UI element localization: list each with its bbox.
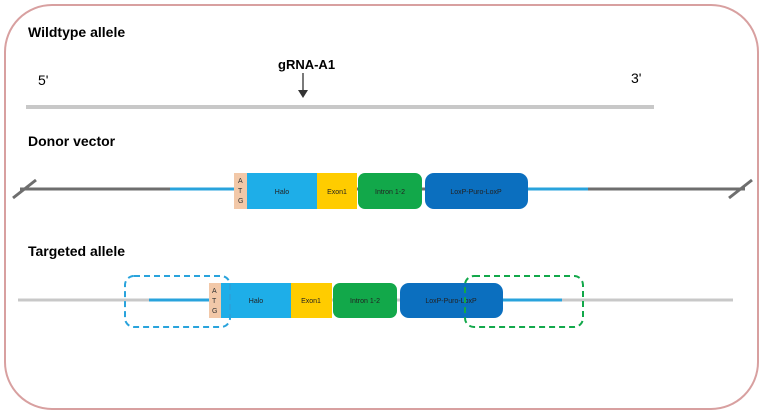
left-junction-dashed-box xyxy=(124,275,231,328)
grna-label: gRNA-A1 xyxy=(278,57,336,72)
donor-halo-box xyxy=(247,173,317,209)
targeted-intron-box xyxy=(333,283,397,318)
three-prime-label: 3' xyxy=(631,70,642,86)
targeted-halo-box xyxy=(221,283,291,318)
donor-atg-letter: A xyxy=(238,178,243,185)
five-prime-label: 5' xyxy=(38,72,49,88)
donor-left-break-mark xyxy=(12,178,37,200)
targeted-atg-letter: A xyxy=(212,288,217,295)
targeted-exon-label: Exon1 xyxy=(301,298,321,305)
donor-right-break-mark xyxy=(728,178,753,200)
donor-intron-box xyxy=(358,173,422,209)
targeted-atg-letter: G xyxy=(212,308,217,315)
right-junction-dashed-box xyxy=(464,275,584,328)
donor-halo-label: Halo xyxy=(275,189,290,196)
targeted-atg-box xyxy=(209,283,221,318)
donor-loxp-label: LoxP-Puro-LoxP xyxy=(450,189,502,196)
donor-loxp-box xyxy=(425,173,528,209)
targeted-loxp-label: LoxP-Puro-LoxP xyxy=(425,298,477,305)
targeted-atg-letter: T xyxy=(212,298,217,305)
targeted-loxp-box xyxy=(400,283,503,318)
donor-atg-letter: G xyxy=(238,198,243,205)
grna-arrow-head xyxy=(298,90,308,98)
targeted-intron-label: Intron 1-2 xyxy=(350,298,380,305)
targeted-halo-label: Halo xyxy=(249,298,264,305)
figure-frame xyxy=(4,4,759,410)
donor-exon-label: Exon1 xyxy=(327,189,347,196)
donor-intron-label: Intron 1-2 xyxy=(375,189,405,196)
donor-exon-box xyxy=(317,173,357,209)
targeted-allele-title: Targeted allele xyxy=(28,243,126,259)
targeted-exon-box xyxy=(291,283,332,318)
donor-atg-letter: T xyxy=(238,188,243,195)
wildtype-allele-title: Wildtype allele xyxy=(28,24,126,40)
donor-vector-title: Donor vector xyxy=(28,133,116,149)
donor-atg-box xyxy=(234,173,247,209)
